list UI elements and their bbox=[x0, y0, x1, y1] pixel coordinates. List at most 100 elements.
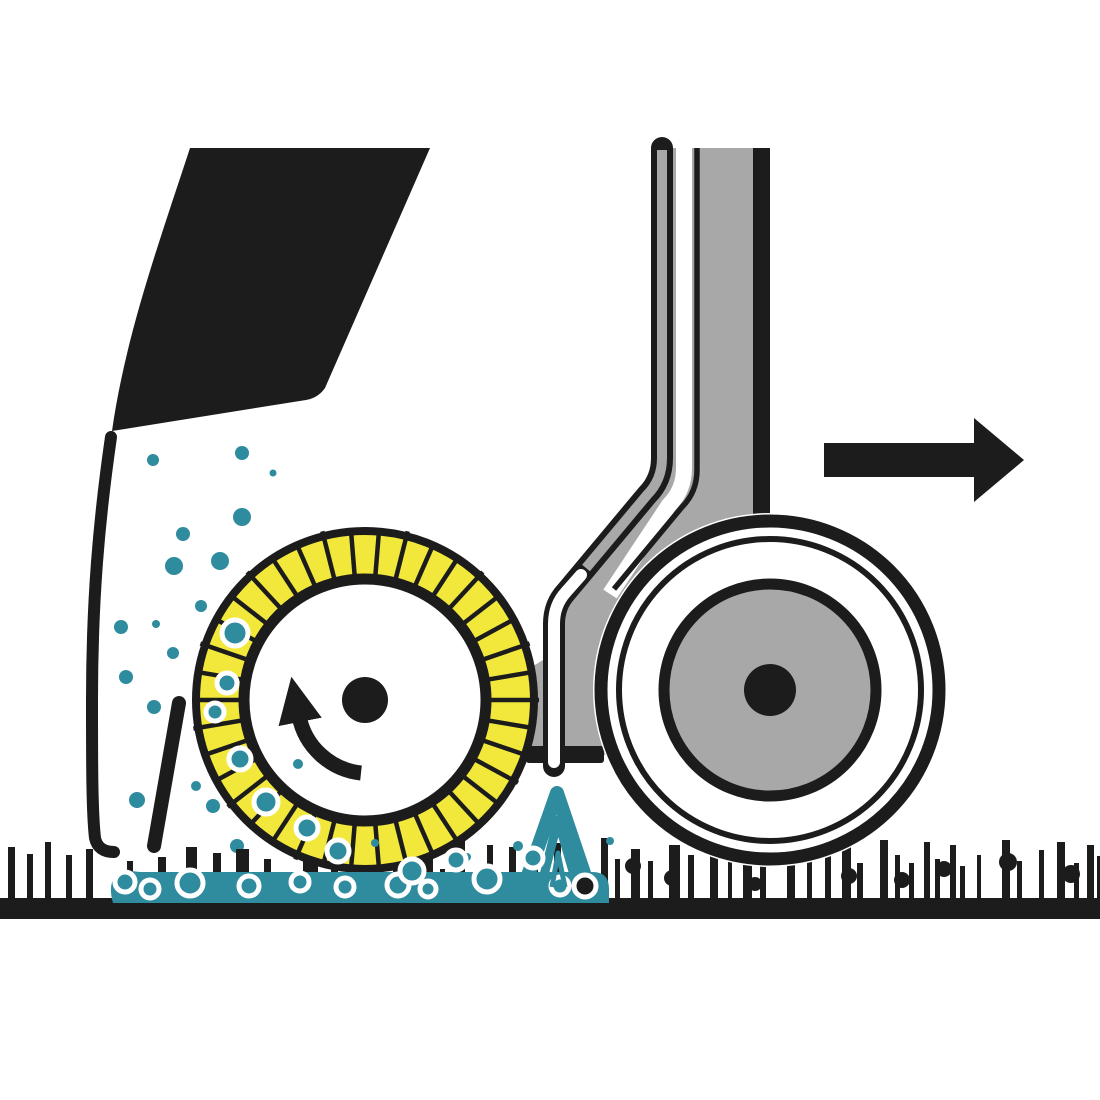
ringed-water-droplets bbox=[203, 617, 546, 886]
bristle-divider bbox=[446, 788, 484, 829]
bristle-divider bbox=[430, 554, 461, 599]
droplet bbox=[195, 600, 207, 612]
carpet-fiber bbox=[935, 859, 940, 899]
carpet-fiber bbox=[743, 848, 752, 899]
spray-jet-mid bbox=[536, 815, 582, 889]
droplet bbox=[138, 877, 162, 901]
droplet bbox=[129, 792, 145, 808]
droplet bbox=[443, 847, 469, 873]
carpet-fiber bbox=[787, 844, 795, 899]
bristle-divider bbox=[485, 717, 534, 731]
carpet-fiber bbox=[631, 849, 640, 899]
droplet bbox=[288, 870, 312, 894]
spray-jet-inner bbox=[549, 850, 568, 888]
floor-line bbox=[0, 898, 1100, 919]
bristle-divider bbox=[227, 592, 270, 627]
droplet bbox=[606, 837, 614, 845]
carpet-fiber bbox=[1087, 845, 1094, 899]
carpet-fiber bbox=[27, 854, 33, 899]
droplet bbox=[174, 867, 206, 899]
droplet bbox=[206, 799, 220, 813]
droplet bbox=[471, 863, 503, 895]
droplet bbox=[147, 700, 161, 714]
carpet-fiber bbox=[857, 863, 863, 899]
bristle-divider bbox=[480, 737, 529, 758]
bristle-divider bbox=[293, 541, 318, 589]
droplet bbox=[152, 620, 160, 628]
bristle-divider bbox=[412, 811, 436, 857]
bristle-divider bbox=[372, 528, 382, 578]
tank-silhouette bbox=[112, 148, 430, 431]
bristle-divider bbox=[270, 556, 300, 599]
droplet bbox=[191, 781, 201, 791]
carpet-fiber bbox=[880, 840, 888, 899]
handle-grip-stripe bbox=[753, 148, 770, 558]
droplet bbox=[233, 508, 251, 526]
droplet bbox=[841, 868, 857, 884]
squeegee-blade bbox=[147, 696, 186, 853]
rear-wheel bbox=[593, 513, 947, 867]
wheel-outer-ring bbox=[594, 514, 946, 866]
carpet-fiber bbox=[924, 842, 930, 899]
carpet-fiber bbox=[710, 843, 718, 899]
carpet-fiber bbox=[825, 850, 831, 899]
rotation-arrow-icon bbox=[278, 676, 363, 781]
bristle-divider bbox=[460, 773, 501, 807]
brush-axle-dot bbox=[342, 677, 388, 723]
droplet bbox=[219, 617, 251, 649]
carpet-fiber bbox=[728, 861, 732, 899]
carpet-fiber bbox=[1097, 856, 1100, 899]
carpet-fiber bbox=[1017, 861, 1022, 899]
droplet bbox=[147, 454, 159, 466]
droplet bbox=[236, 873, 262, 899]
bristle-divider bbox=[472, 616, 518, 644]
droplet bbox=[211, 552, 229, 570]
handle-assembly bbox=[526, 137, 770, 777]
droplet bbox=[251, 787, 281, 817]
droplet bbox=[748, 877, 762, 891]
droplet bbox=[226, 745, 254, 773]
wheel-axle-dot bbox=[744, 664, 796, 716]
carpet-fiber bbox=[648, 861, 653, 899]
handle-edge-line bbox=[611, 148, 700, 591]
droplet bbox=[371, 839, 379, 847]
droplet bbox=[894, 872, 910, 888]
droplet bbox=[1062, 865, 1080, 883]
carpet-fiber bbox=[1039, 850, 1044, 899]
carpet-fiber bbox=[977, 855, 981, 899]
spray-mist bbox=[293, 759, 614, 861]
carpet-fiber bbox=[1057, 842, 1065, 899]
bristle-divider bbox=[485, 669, 534, 683]
droplet bbox=[936, 861, 952, 877]
carpet-fiber bbox=[86, 849, 93, 899]
dirt-particles bbox=[625, 853, 1080, 891]
carpet-fiber bbox=[554, 843, 561, 899]
droplet bbox=[269, 469, 277, 477]
droplet bbox=[999, 853, 1017, 871]
droplet bbox=[324, 837, 352, 865]
water-droplets bbox=[114, 446, 277, 853]
droplet bbox=[176, 527, 190, 541]
brush-outer-border bbox=[192, 527, 538, 873]
bristle-divider bbox=[201, 737, 250, 758]
carpet-fiber bbox=[760, 856, 766, 899]
carpet-fiber bbox=[8, 847, 15, 899]
droplet bbox=[114, 620, 128, 634]
carpet-fiber bbox=[615, 859, 620, 899]
droplet bbox=[333, 875, 357, 899]
bristle-divider bbox=[460, 593, 501, 627]
droplet bbox=[165, 557, 183, 575]
carpet-fiber bbox=[950, 845, 956, 899]
droplet bbox=[520, 845, 546, 871]
handle-gap-band bbox=[603, 148, 692, 599]
spray-tube-hose bbox=[582, 150, 667, 572]
carpet-fiber bbox=[807, 859, 812, 899]
front-cover-edge bbox=[85, 431, 120, 858]
bristle-divider bbox=[348, 530, 358, 578]
droplet bbox=[664, 870, 680, 886]
droplet bbox=[513, 841, 523, 851]
droplet bbox=[112, 869, 138, 895]
direction-arrow-icon bbox=[824, 418, 1024, 502]
machine-body bbox=[85, 148, 430, 858]
